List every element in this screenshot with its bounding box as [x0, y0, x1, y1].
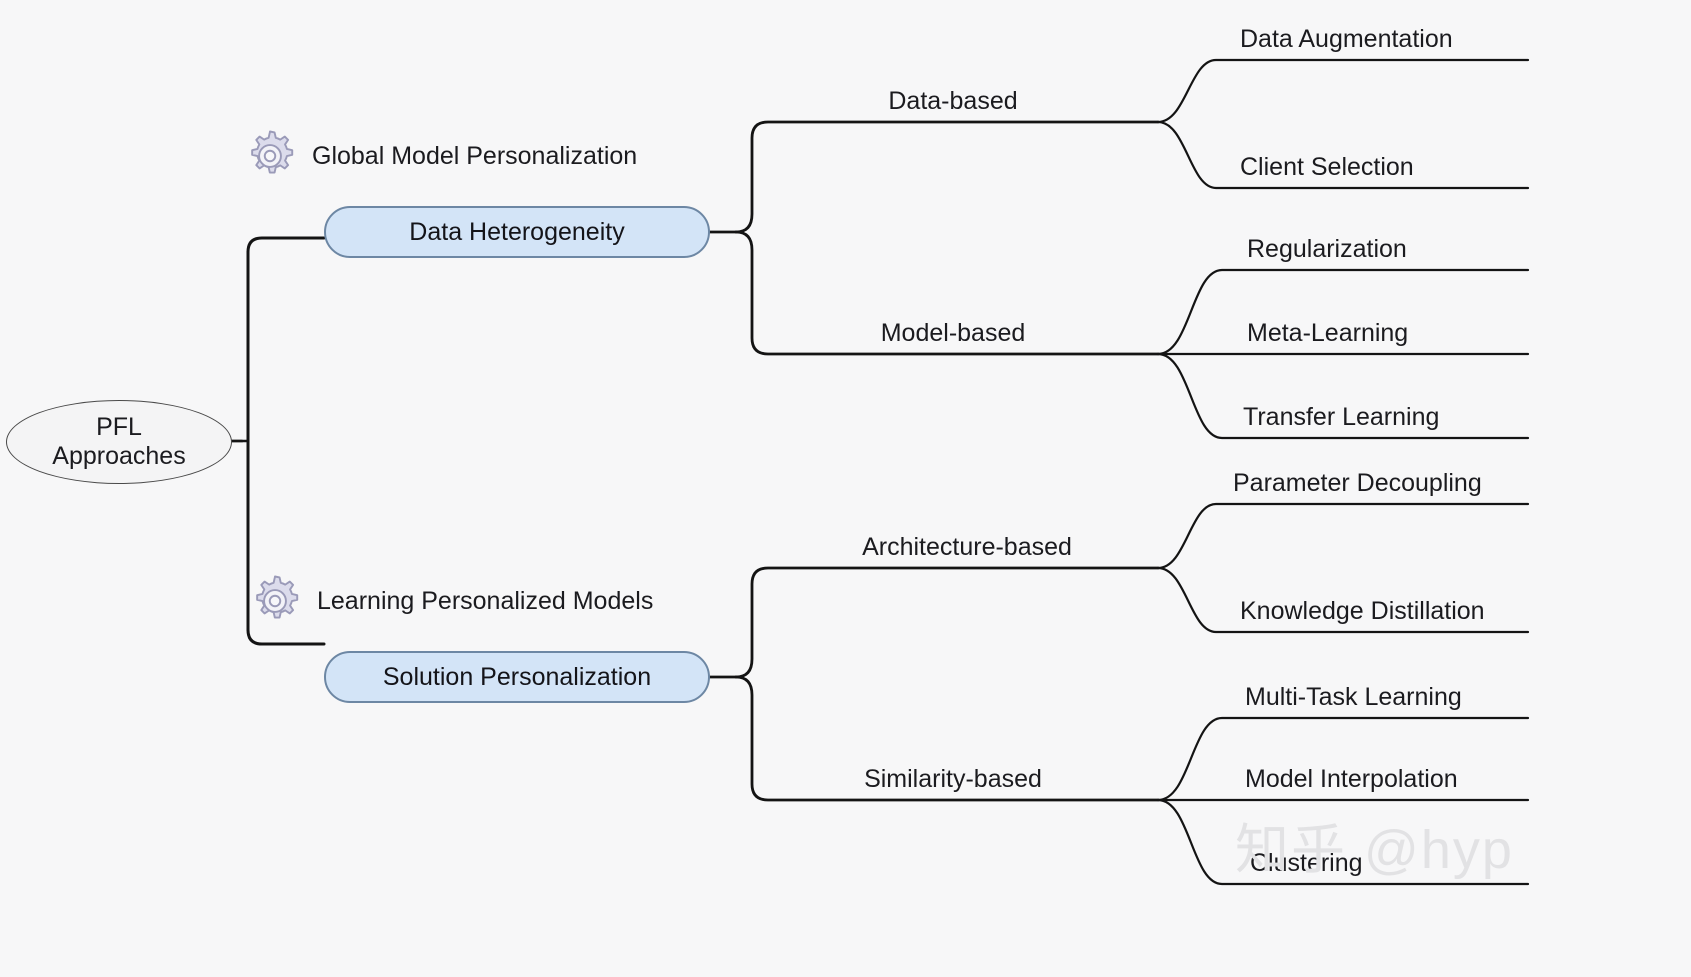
gear-caption-label: Global Model Personalization — [312, 141, 638, 170]
leaf-regularization[interactable]: Regularization — [1247, 235, 1407, 263]
gear-icon — [251, 130, 294, 174]
gear-caption-global-model-personalization: Global Model Personalization — [242, 128, 637, 184]
leaf-multi-task-learning[interactable]: Multi-Task Learning — [1245, 683, 1462, 711]
node-solution-personalization[interactable]: Solution Personalization — [324, 651, 710, 703]
leaf-model-interpolation[interactable]: Model Interpolation — [1245, 765, 1458, 793]
branch-label-architecture-based[interactable]: Architecture-based — [862, 533, 1072, 561]
leaf-data-augmentation[interactable]: Data Augmentation — [1240, 25, 1453, 53]
branch-label-data-based[interactable]: Data-based — [888, 87, 1018, 115]
leaf-meta-learning[interactable]: Meta-Learning — [1247, 319, 1409, 347]
leaf-parameter-decoupling[interactable]: Parameter Decoupling — [1233, 469, 1482, 497]
leaf-client-selection[interactable]: Client Selection — [1240, 153, 1414, 181]
leaf-transfer-learning[interactable]: Transfer Learning — [1243, 403, 1440, 431]
gear-icon — [256, 575, 299, 619]
node-data-heterogeneity[interactable]: Data Heterogeneity — [324, 206, 710, 258]
root-node[interactable]: PFL Approaches — [6, 400, 232, 484]
branch-label-model-based[interactable]: Model-based — [880, 319, 1026, 347]
node-label: Data Heterogeneity — [409, 217, 625, 246]
watermark: 知乎 @hyp — [1235, 820, 1514, 880]
leaf-clustering[interactable]: Clustering — [1250, 849, 1363, 877]
branch-label-similarity-based[interactable]: Similarity-based — [864, 765, 1042, 793]
root-line-1: PFL — [96, 412, 142, 441]
gear-caption-learning-personalized-models: Learning Personalized Models — [247, 573, 653, 629]
leaf-knowledge-distillation[interactable]: Knowledge Distillation — [1240, 597, 1485, 625]
root-line-2: Approaches — [52, 442, 186, 470]
node-label: Solution Personalization — [382, 662, 652, 691]
gear-caption-label: Learning Personalized Models — [317, 586, 654, 615]
